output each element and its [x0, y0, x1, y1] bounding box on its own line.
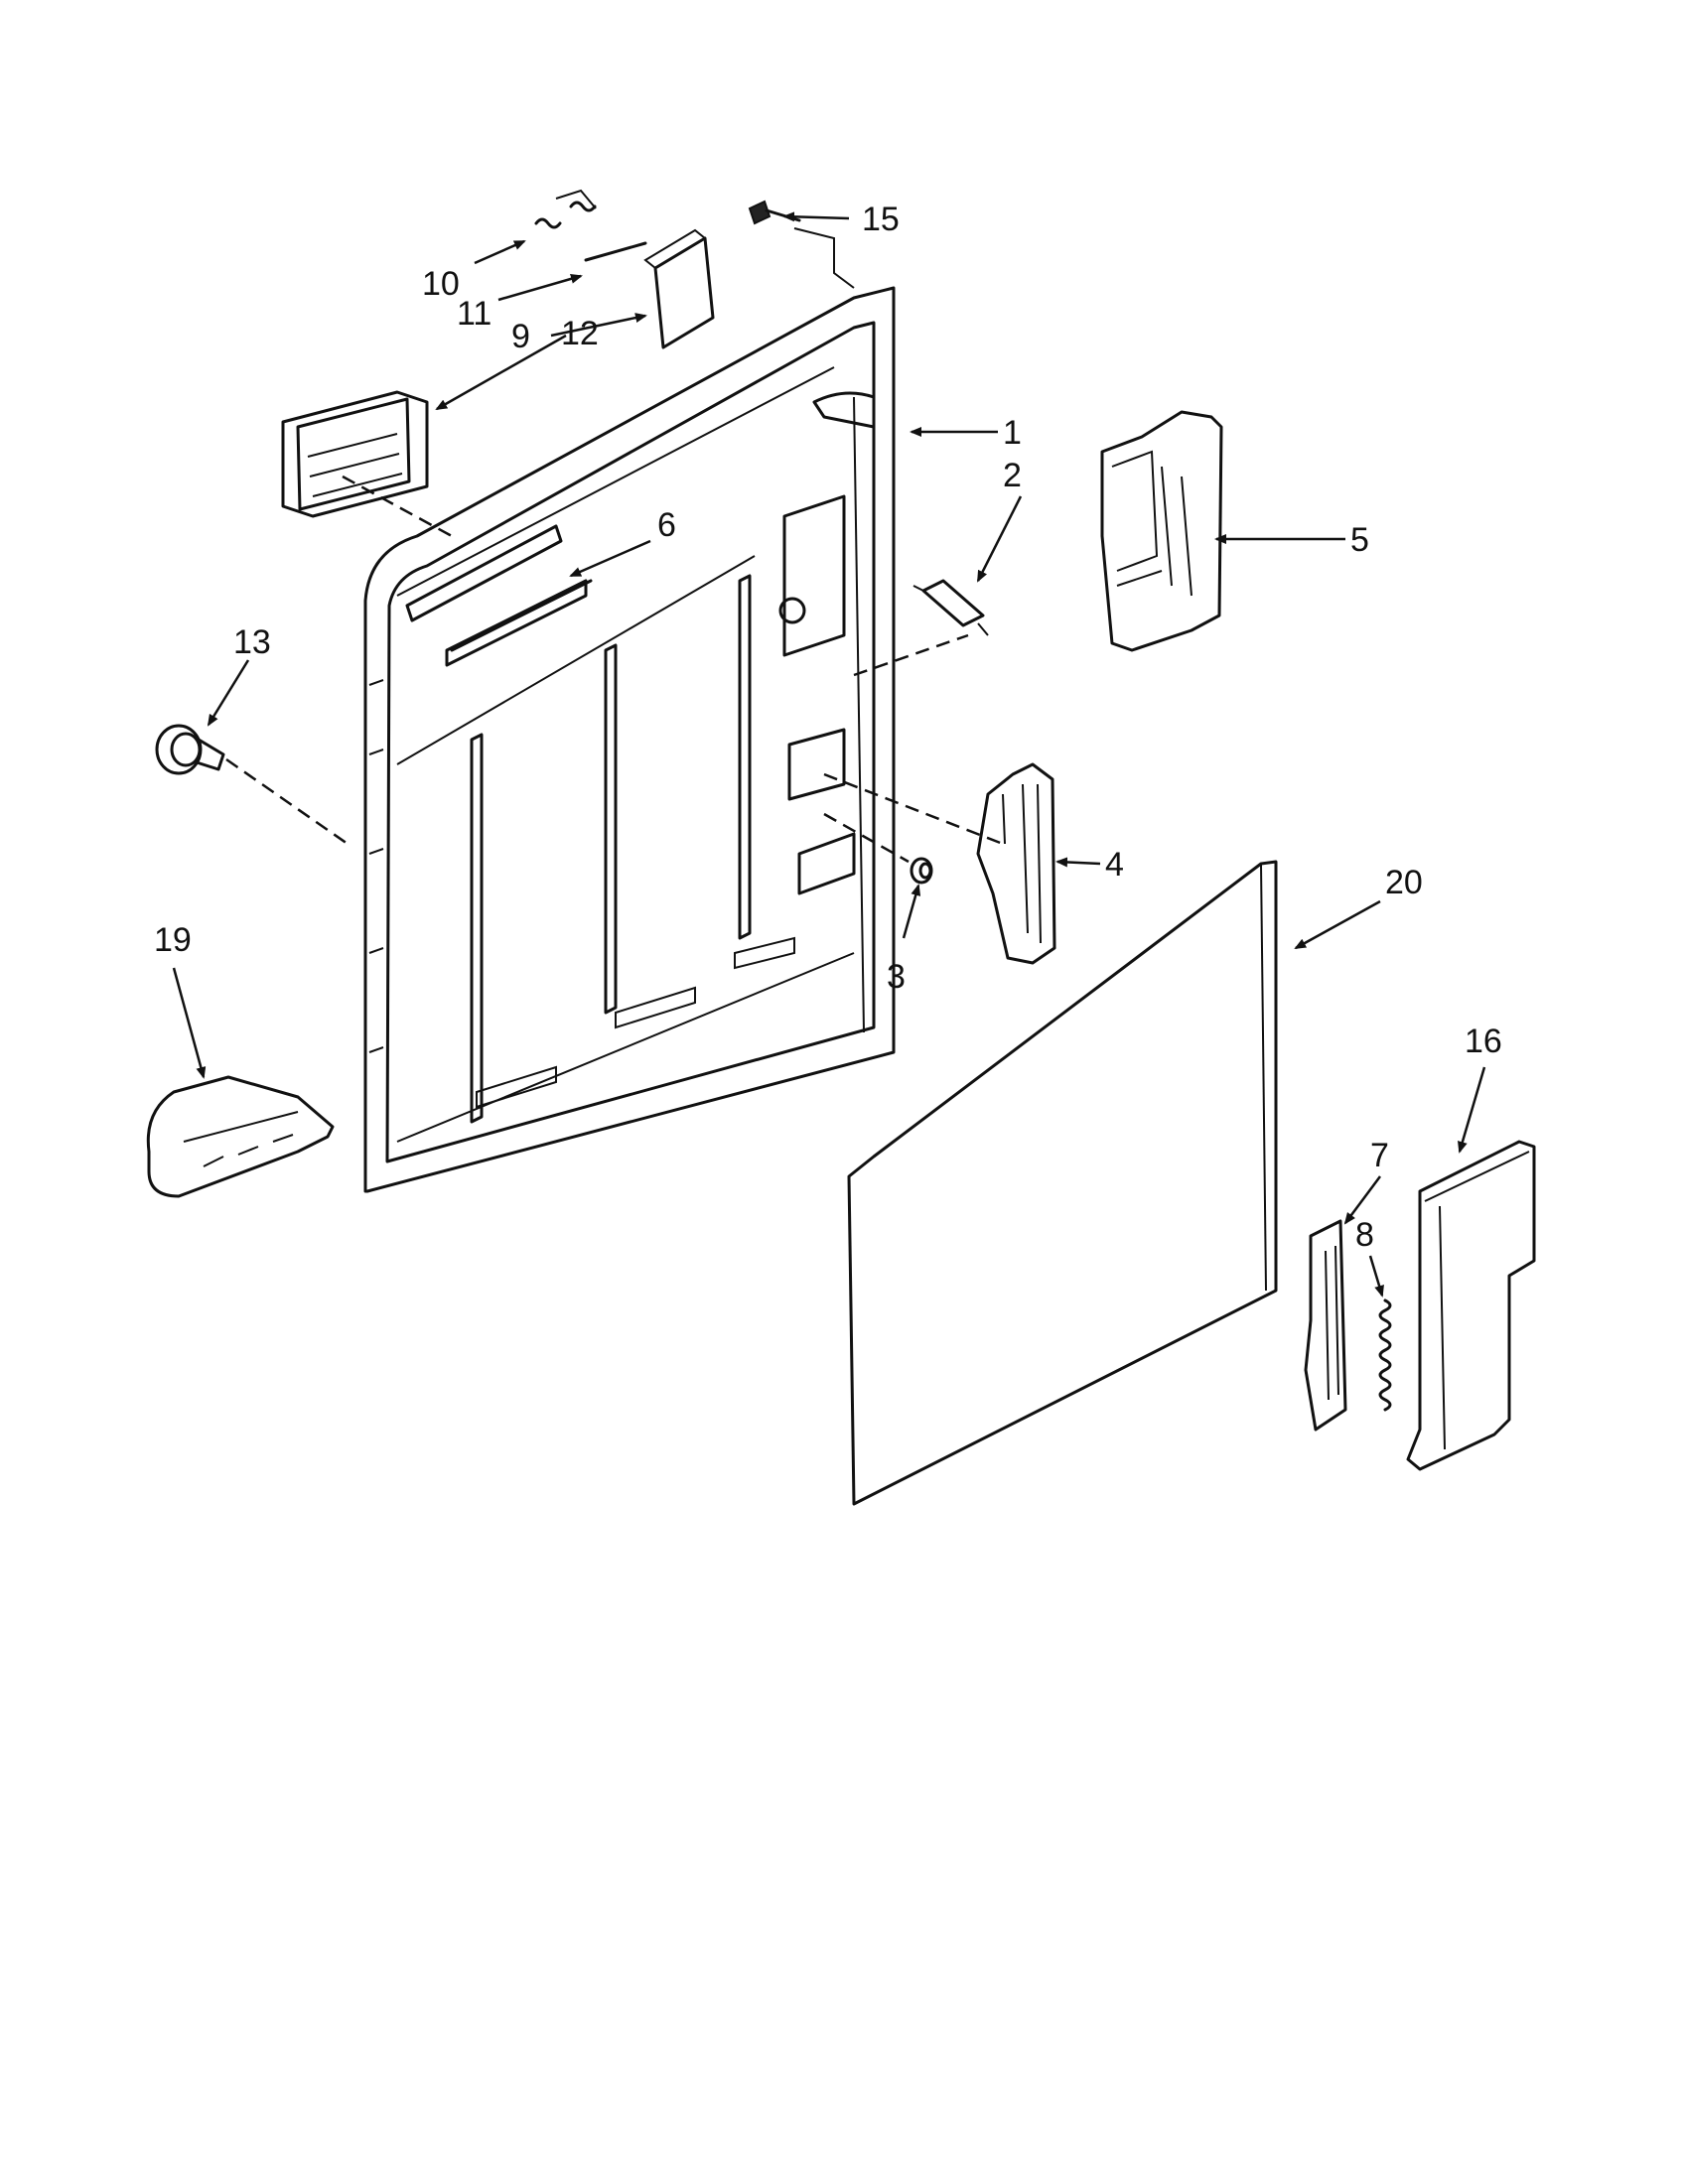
part-16-side-cover [1406, 1140, 1536, 1471]
callout-13: 13 [233, 623, 271, 661]
callout-3: 3 [887, 958, 906, 996]
part-11-rod [584, 241, 647, 262]
part-4-bracket [976, 762, 1056, 965]
part-10-spring [534, 189, 597, 229]
callout-12: 12 [561, 315, 599, 352]
callout-15: 15 [862, 201, 900, 238]
part-1-inner-door-panel [363, 286, 896, 1193]
callout-8: 8 [1355, 1216, 1374, 1254]
part-6-strip [450, 579, 593, 652]
callout-20: 20 [1385, 864, 1423, 901]
part-2-clip [912, 579, 989, 636]
callout-labels: 1 2 3 4 5 6 7 8 9 10 11 12 13 15 16 19 2… [154, 201, 1502, 1254]
callout-16: 16 [1465, 1023, 1502, 1060]
part-13-knob [155, 724, 225, 775]
part-7-slide [1304, 1219, 1347, 1432]
part-9-cover [643, 228, 715, 349]
callout-10: 10 [422, 265, 460, 303]
part-19-foot [146, 1075, 335, 1198]
callout-1: 1 [1003, 414, 1022, 452]
callout-6: 6 [657, 506, 676, 544]
callout-11: 11 [457, 295, 491, 333]
callout-19: 19 [154, 921, 192, 959]
part-20-outer-panel [847, 860, 1278, 1506]
assembly-dashed-lines [225, 475, 1004, 864]
callout-4: 4 [1105, 846, 1124, 884]
callout-2: 2 [1003, 457, 1022, 494]
callout-7: 7 [1370, 1137, 1389, 1174]
part-8-spring [1378, 1298, 1392, 1412]
part-5-latch [1100, 410, 1223, 652]
callout-arrows [172, 211, 1486, 1297]
callout-5: 5 [1350, 521, 1369, 559]
part-3-grommet [910, 857, 933, 885]
part-12-vent [281, 390, 429, 518]
part-15-screw [748, 200, 855, 289]
callout-9: 9 [511, 318, 530, 355]
